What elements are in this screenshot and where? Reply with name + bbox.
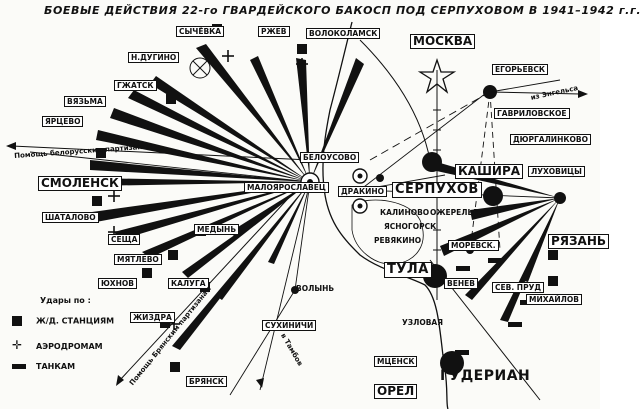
label-moreskaya: МОРЕВСК. bbox=[448, 240, 499, 251]
railway-station-icon bbox=[12, 316, 22, 326]
legend-item-tanks: ТАНКАМ bbox=[12, 362, 75, 371]
label-yukhnov: ЮХНОВ bbox=[98, 278, 137, 289]
legend-item-stations: Ж/Д. СТАНЦИЯМ bbox=[12, 316, 114, 326]
label-maloyaroslavets: МАЛОЯРОСЛАВЕЦ bbox=[244, 182, 329, 193]
tank-icon bbox=[12, 364, 26, 369]
front-arc bbox=[359, 39, 431, 161]
label-shatalovo: ШАТАЛОВО bbox=[42, 212, 99, 223]
label-sevprud: СЕВ. ПРУД bbox=[492, 282, 545, 293]
map-title: БОЕВЫЕ ДЕЙСТВИЯ 22-го ГВАРДЕЙСКОГО БАКОС… bbox=[44, 4, 641, 17]
label-bryansk: БРЯНСК bbox=[186, 376, 227, 387]
airfield-cross-icon: ✛ bbox=[12, 338, 23, 352]
label-sychevka: СЫЧЁВКА bbox=[176, 26, 225, 37]
label-yartsevo: ЯРЦЕВО bbox=[42, 116, 84, 127]
label-myatlevo: МЯТЛЕВО bbox=[114, 254, 162, 265]
label-gzhatsk: ГЖАТСК bbox=[114, 80, 157, 91]
moscow-star-icon bbox=[417, 57, 457, 94]
label-vyazma: ВЯЗЬМА bbox=[64, 96, 106, 107]
label-tula: ТУЛА bbox=[384, 262, 432, 278]
label-n-dugino: Н.ДУГИНО bbox=[128, 52, 180, 63]
legend-item-airfields: ✛АЭРОДРОМАМ bbox=[12, 338, 103, 352]
airfield-targets bbox=[108, 50, 308, 330]
label-rzhev: РЖЕВ bbox=[258, 26, 290, 37]
label-mikhailov: МИХАЙЛОВ bbox=[526, 294, 582, 305]
strike-rays bbox=[90, 44, 560, 350]
label-durgalinkovo: ДЮРГАЛИНКОВО bbox=[510, 134, 591, 145]
label-drakino: ДРАКИНО bbox=[338, 186, 388, 197]
label-volynya: ВОЛЫНЬ bbox=[296, 284, 335, 293]
label-venev: ВЕНЕВ bbox=[444, 278, 478, 289]
label-guderian: ГУДЕРИАН bbox=[440, 368, 531, 384]
label-kaluga: КАЛУГА bbox=[168, 278, 209, 289]
city-dots bbox=[291, 85, 566, 375]
label-yasnogorsk: ЯСНОГОРСК bbox=[384, 222, 437, 231]
label-mtsensk: МЦЕНСК bbox=[374, 356, 418, 367]
label-ozherelye: ОЖЕРЕЛЬЕ bbox=[430, 208, 479, 217]
label-revyakino: РЕВЯКИНО bbox=[374, 236, 422, 245]
label-sukhinichi: СУХИНИЧИ bbox=[262, 320, 317, 331]
label-kashira: КАШИРА bbox=[455, 164, 524, 179]
label-uzlovaya: УЗЛОВАЯ bbox=[402, 318, 444, 327]
label-serpukhov: СЕРПУХОВ bbox=[392, 182, 482, 198]
label-orel: ОРЕЛ bbox=[374, 384, 418, 399]
map-canvas: { "title": "БОЕВЫЕ ДЕЙСТВИЯ 22-го ГВАРДЕ… bbox=[6, 4, 641, 409]
label-lukhovitsy: ЛУХОВИЦЫ bbox=[528, 166, 585, 177]
label-egoryevsk: ЕГОРЬЕВСК bbox=[492, 64, 548, 75]
label-kalinovo: КАЛИНОВО bbox=[380, 208, 430, 217]
label-belousovo: БЕЛОУСОВО bbox=[300, 152, 360, 163]
label-gavrilovskoe: ГАВРИЛОВСКОЕ bbox=[494, 108, 570, 119]
label-volokolamsk: ВОЛОКОЛАМСК bbox=[306, 28, 381, 39]
label-sescha: СЕЩА bbox=[108, 234, 141, 245]
label-moskva: МОСКВА bbox=[410, 34, 476, 49]
label-zhizdra: ЖИЗДРА bbox=[130, 312, 175, 323]
lake-outline bbox=[351, 199, 424, 265]
label-medyn: МЕДЫНЬ bbox=[194, 224, 240, 235]
legend-title: Удары по : bbox=[40, 296, 91, 305]
label-smolensk: СМОЛЕНСК bbox=[38, 176, 122, 191]
label-ryazan: РЯЗАНЬ bbox=[548, 234, 610, 249]
map-drawing bbox=[6, 21, 588, 409]
